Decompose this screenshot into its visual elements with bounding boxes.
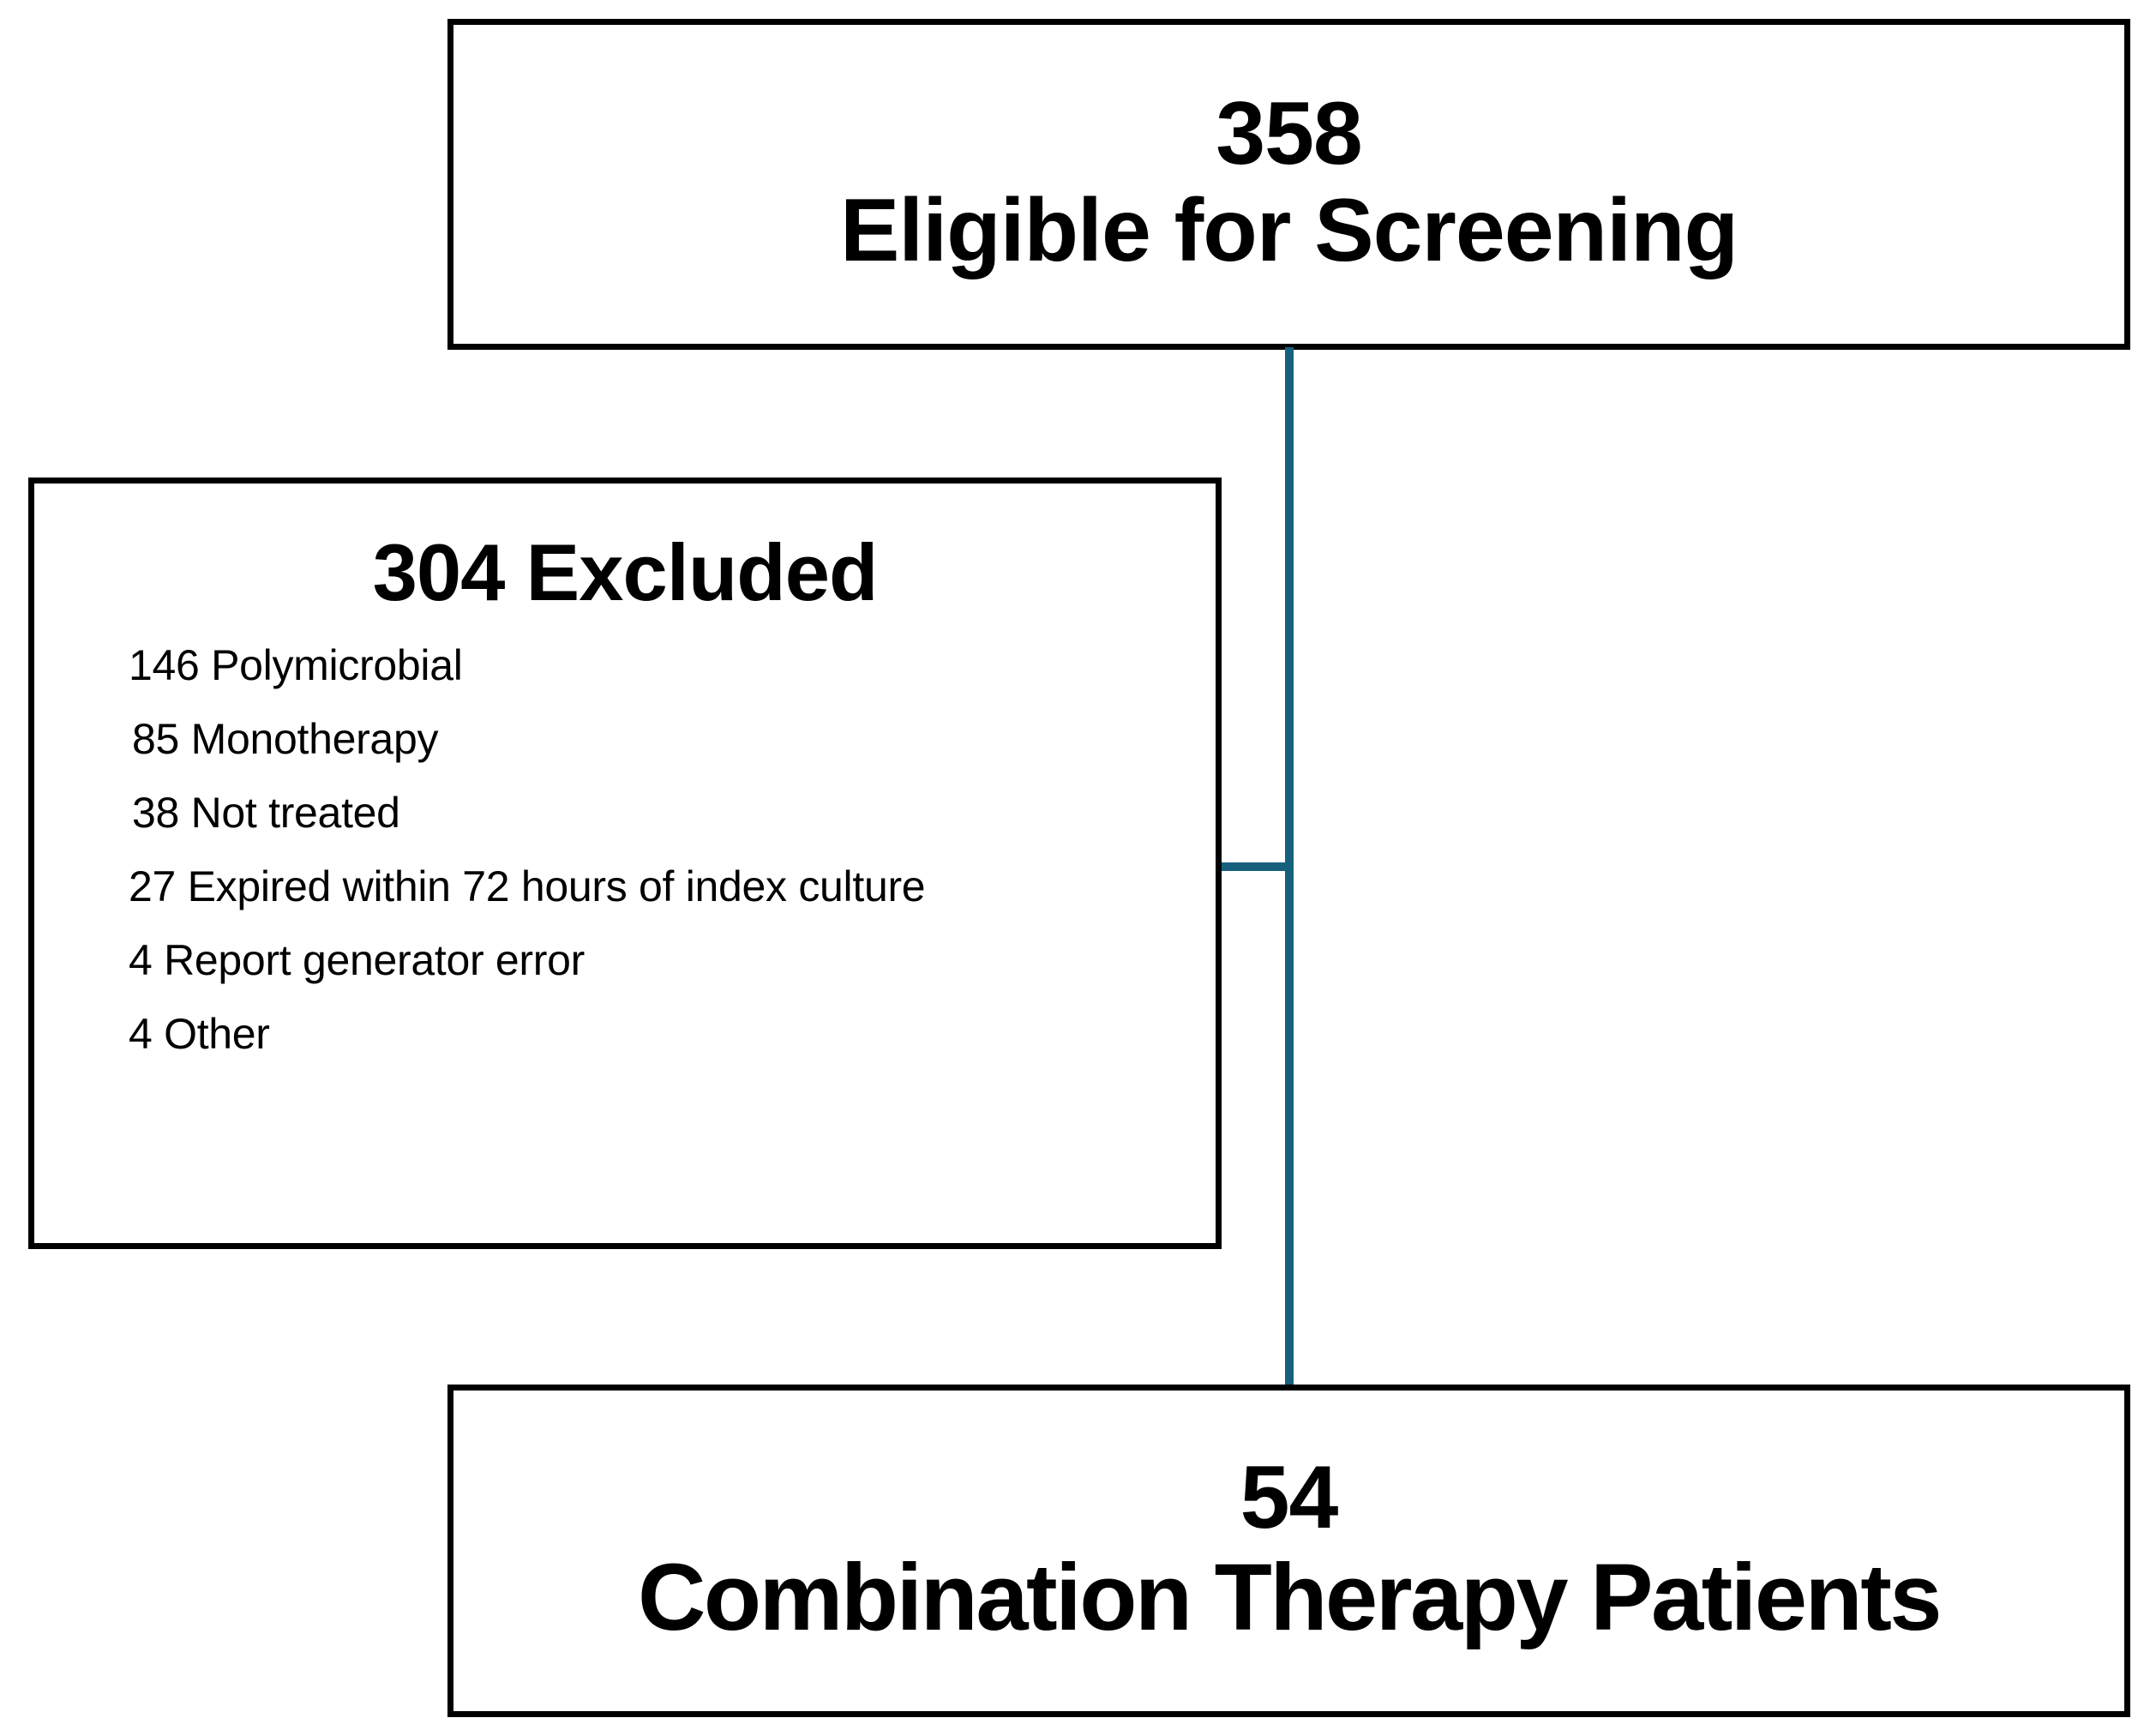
combination-label: Combination Therapy Patients [637, 1545, 1943, 1650]
screening-label: Eligible for Screening [839, 181, 1739, 281]
list-item: 4 Other [129, 1010, 270, 1059]
list-item: 27 Expired within 72 hours of index cult… [129, 862, 926, 911]
node-eligible-for-screening: 358 Eligible for Screening [447, 19, 2130, 350]
combination-count: 54 [1240, 1447, 1339, 1547]
list-item: 38 Not treated [132, 789, 400, 838]
excluded-heading: 304 Excluded [372, 527, 879, 617]
connector-horizontal-line-to-excluded [1216, 862, 1290, 871]
exclusion-reason-list: 146 Polymicrobial 85 Monotherapy 38 Not … [34, 628, 1216, 1071]
node-combination-therapy-patients: 54 Combination Therapy Patients [447, 1385, 2130, 1717]
node-excluded: 304 Excluded 146 Polymicrobial 85 Monoth… [28, 478, 1222, 1249]
list-item: 4 Report generator error [129, 936, 585, 985]
list-item: 146 Polymicrobial [129, 641, 463, 690]
list-item: 85 Monotherapy [132, 715, 439, 764]
screening-count: 358 [1216, 84, 1363, 184]
